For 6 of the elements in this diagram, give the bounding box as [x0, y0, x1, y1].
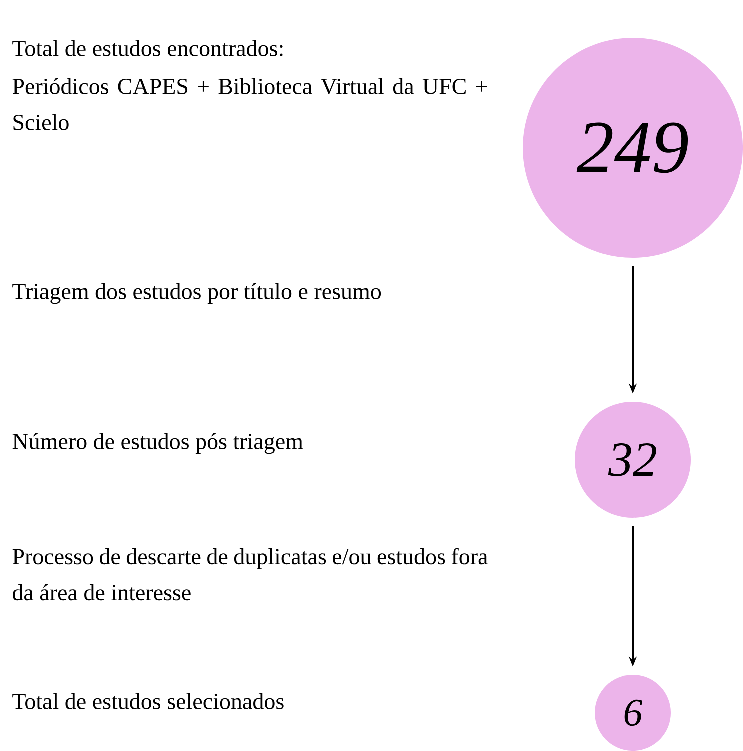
step-text: Processo de descarte de duplicatas e/ou estudos fora da área de interesse: [12, 548, 488, 601]
step-text: Total de estudos encontrados:: [12, 40, 283, 56]
step-text: Periódicos CAPES + Biblioteca Virtual da UFC + Scielo: [12, 78, 488, 130]
step-text: Número de estudos pós triagem: [12, 433, 304, 454]
step-text: Total de estudos selecionados: [12, 693, 284, 710]
step-text: Triagem dos estudos por título e resumo: [12, 283, 382, 304]
